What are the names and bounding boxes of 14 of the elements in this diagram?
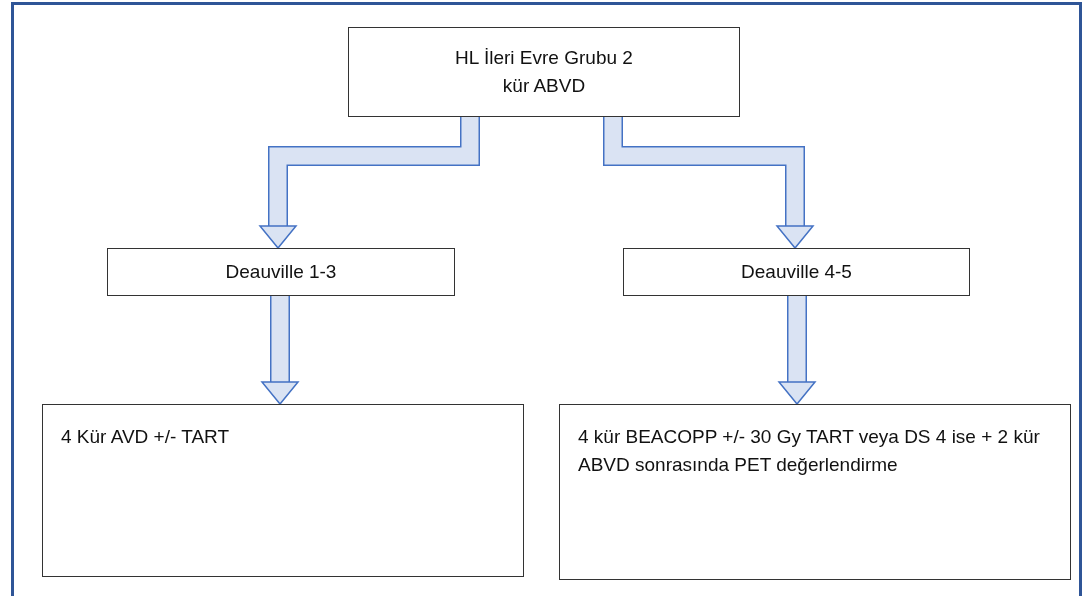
box-text: Deauville 1-3 — [225, 261, 337, 283]
process-box — [348, 27, 740, 117]
block-arrow — [777, 296, 817, 406]
box-text: HL İleri Evre Grubu 2 kür ABVD — [454, 46, 634, 98]
box-text: 4 kür BEACOPP +/- 30 Gy TART veya DS 4 ise + 2 kür ABVD sonrasında PET değerlendirme — [578, 426, 1040, 475]
box-text: 4 Kür AVD +/- TART — [61, 426, 230, 447]
block-arrow — [258, 117, 480, 250]
process-box — [623, 248, 970, 296]
box-text: Deauville 4-5 — [741, 261, 852, 283]
process-box — [42, 404, 524, 577]
process-box — [107, 248, 455, 296]
block-arrow — [260, 296, 300, 406]
block-arrow — [603, 117, 815, 250]
process-box — [559, 404, 1071, 580]
